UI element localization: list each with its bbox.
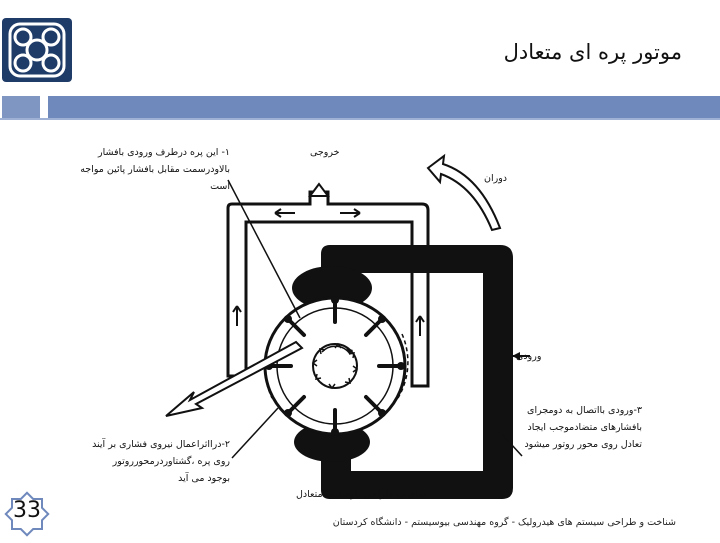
university-logo xyxy=(2,18,72,82)
footer-text: شناخت و طراحی سیستم های هیدرولیک - گروه … xyxy=(333,517,676,528)
header-bar-left xyxy=(2,96,40,118)
label-rotation: دوران xyxy=(484,170,507,187)
header-divider xyxy=(0,118,720,120)
rotation-arrow xyxy=(428,156,500,230)
label-outlet: خروجی xyxy=(310,144,340,161)
page-number: 33 xyxy=(2,498,52,523)
note-3: ۳-ورودی بااتصال به دومجرای بافشارهای متض… xyxy=(524,402,642,453)
balanced-vane-motor-diagram: خروجی دوران ورودی ۱- این پره درطرف ورودی… xyxy=(60,126,660,516)
diagram-caption: نمای ب طراحی باوضعیت متعادل xyxy=(296,486,426,503)
note-1: ۱- این پره درطرف ورودی بافشار بالاودرسمت… xyxy=(80,144,230,195)
header-bar-right xyxy=(48,96,720,118)
note-2: ۲-درااثراعمال نیروی فشاری بر آیند روی پر… xyxy=(92,436,230,487)
outlet-arrow xyxy=(310,184,328,196)
note2-leader xyxy=(232,408,278,458)
slide-title: موتور پره ای متعادل xyxy=(504,40,682,64)
label-inlet: ورودی xyxy=(516,348,541,365)
splined-shaft xyxy=(313,344,357,388)
